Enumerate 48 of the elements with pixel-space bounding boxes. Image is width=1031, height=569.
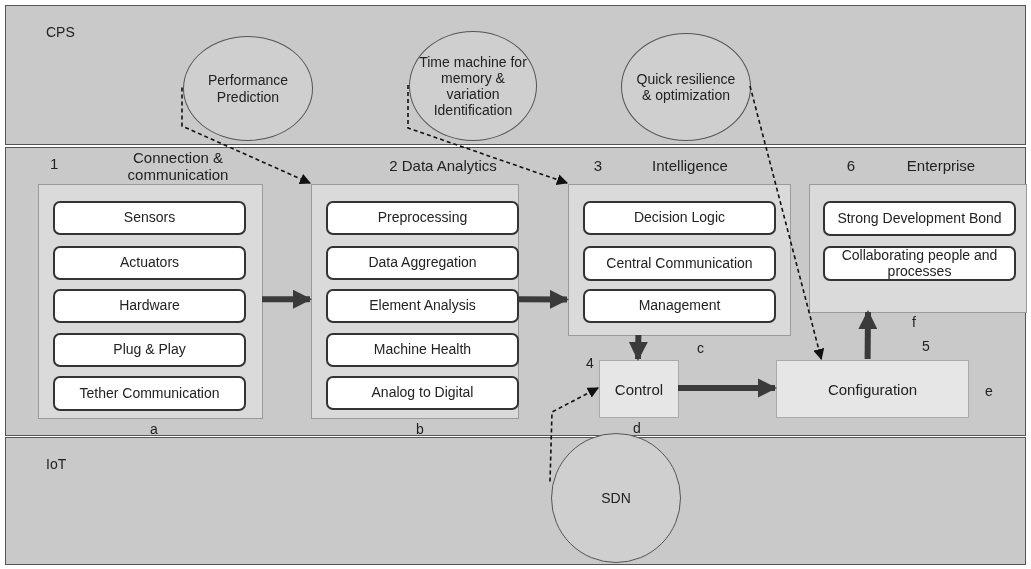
stage-group [38,149,263,419]
dashed-arrow [181,86,311,185]
stage-number: 1 [50,155,60,173]
layer-title: CPS [46,24,75,41]
arrow [517,289,569,309]
arrow [262,289,312,309]
side-label: a [150,421,158,438]
item-box: Management [583,289,776,323]
arrow [678,378,777,398]
item-box: Decision Logic [583,201,776,235]
stage-number: 3 [592,157,604,175]
item-box: Plug & Play [53,333,246,367]
item-box: Hardware [53,289,246,323]
stage-title: Enterprise [905,157,977,175]
item-box: Analog to Digital [326,376,519,410]
side-label: c [697,340,704,357]
stage-title: Intelligence [651,157,729,175]
stage-number: 6 [845,157,857,175]
concept-circle: Quick resilience & optimization [621,33,751,141]
item-box: Machine Health [326,333,519,367]
concept-circle: Time machine for memory & variation Identification [409,31,537,141]
arrow [858,310,878,360]
item-box: Strong Development Bond [823,201,1016,236]
process-box: Configuration [776,360,969,418]
concept-circle: Performance Prediction [183,36,313,141]
band-background [5,147,1026,436]
item-box: Data Aggregation [326,246,519,280]
item-box: Actuators [53,246,246,280]
concept-circle: SDN [551,433,681,563]
stage-title: Connection & communication [126,149,230,184]
layer-band [5,5,1026,145]
item-box: Preprocessing [326,201,519,235]
process-box: Control [599,360,679,418]
side-label: e [985,383,993,400]
side-label: 5 [922,338,930,355]
dashed-arrow [549,387,599,483]
item-box: Collaborating people and processes [823,246,1016,281]
item-box: Element Analysis [326,289,519,323]
stage-title: 2 Data Analytics [388,157,498,175]
layer-title: IoT [46,456,67,473]
item-box: Sensors [53,201,246,235]
item-box: Central Communication [583,246,776,281]
side-label: b [416,421,424,438]
side-label: f [912,314,916,331]
dashed-arrow [407,84,569,185]
arrow [628,334,648,361]
item-box: Tether Communication [53,376,246,411]
side-label: 4 [586,355,594,372]
